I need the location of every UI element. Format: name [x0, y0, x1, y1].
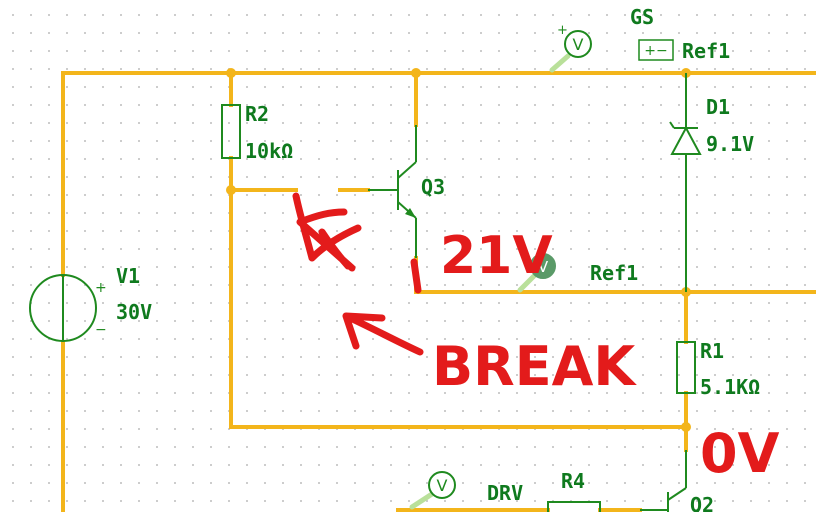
label-drv: DRV [487, 481, 523, 505]
label-q2-name: Q2 [690, 493, 714, 512]
q2-transistor[interactable] [640, 450, 687, 512]
probe-symbol: V [573, 35, 584, 54]
r1-resistor[interactable] [676, 341, 696, 394]
junction-dot [226, 185, 236, 195]
break-mark [292, 192, 362, 272]
label-gs: GS [630, 5, 654, 29]
ref-box-symbol: +− [644, 43, 667, 59]
label-r2-value: 10kΩ [245, 139, 293, 163]
probe-plus: + [557, 23, 568, 38]
v1-source[interactable]: + − [29, 274, 107, 342]
label-d1-value: 9.1V [706, 132, 754, 156]
probe-symbol: V [538, 258, 549, 276]
label-ref1-mid: Ref1 [590, 261, 638, 285]
label-d1-name: D1 [706, 95, 730, 119]
ref-box[interactable]: +− [638, 39, 674, 61]
label-r1-name: R1 [700, 339, 724, 363]
q3-transistor[interactable] [368, 125, 417, 258]
annotation-21v: 21V [440, 226, 553, 286]
junction-dot [681, 422, 691, 432]
voltage-probe-top[interactable]: V + [549, 23, 592, 73]
probe-lead [517, 273, 537, 293]
probe-circle [530, 253, 556, 279]
v1-plus-sign: + [95, 280, 107, 296]
annotation-break: BREAK [432, 335, 637, 398]
label-q3-name: Q3 [421, 175, 445, 199]
label-v1-value: 30V [116, 300, 152, 324]
d1-zener-tip [669, 121, 675, 129]
probe-circle [564, 30, 592, 58]
voltage-probe-drv[interactable]: V [409, 471, 456, 510]
junction-dot [411, 68, 421, 78]
q3-collector-line [397, 161, 417, 179]
v1-circle [29, 274, 97, 342]
hand-annotations: 21V BREAK 0V [292, 192, 780, 485]
voltage-21-tick [410, 258, 422, 294]
break-arrow [342, 312, 424, 356]
label-r1-value: 5.1KΩ [700, 375, 760, 399]
r2-resistor[interactable] [221, 104, 241, 159]
probe-symbol: V [437, 476, 448, 495]
r4-resistor[interactable] [547, 501, 601, 512]
junction-dot [226, 68, 236, 78]
label-ref1-top: Ref1 [682, 39, 730, 63]
voltage-probe-mid[interactable]: V [517, 253, 556, 293]
probe-circle [428, 471, 456, 499]
junctions [226, 68, 691, 432]
d1-zener-diode[interactable] [669, 73, 702, 292]
ref-box-frame [638, 39, 674, 61]
label-r2-name: R2 [245, 102, 269, 126]
q3-emitter-arrow [405, 208, 416, 218]
probe-lead [409, 491, 435, 510]
v1-minus-sign: − [95, 322, 107, 338]
q2-collector-line [667, 487, 687, 501]
probe-lead [549, 53, 571, 73]
component-labels: GS Ref1 D1 9.1V R2 10kΩ Q3 V1 30V Ref1 R… [116, 5, 760, 512]
label-r4-name: R4 [561, 469, 585, 493]
label-v1-name: V1 [116, 264, 140, 288]
d1-triangle [670, 125, 702, 155]
annotation-0v: 0V [700, 422, 780, 485]
